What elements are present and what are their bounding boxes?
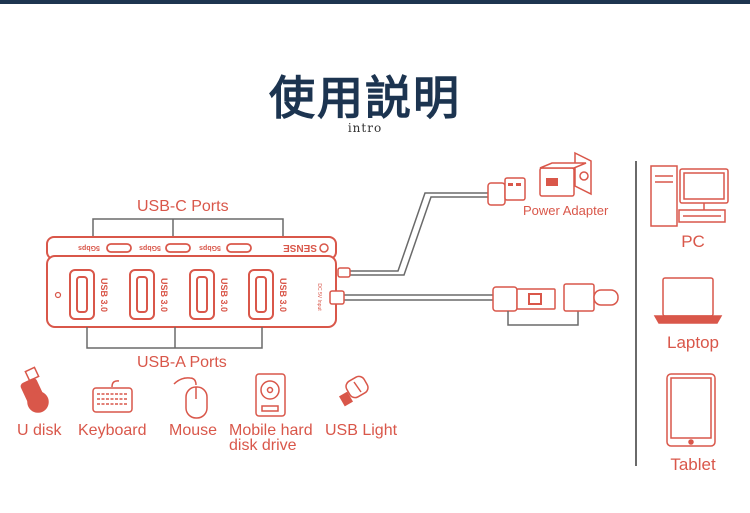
usbc-port-2 [165, 243, 191, 253]
tablet-icon [666, 373, 716, 447]
pc-icon [650, 165, 729, 227]
usb-light-icon [339, 375, 369, 407]
device-label-keyboard: Keyboard [78, 422, 147, 439]
host-label-tablet: Tablet [670, 455, 716, 474]
usbc-bracket [92, 218, 284, 237]
mouse-icon [173, 377, 208, 419]
usba-label-1: USB 3.0 [99, 278, 109, 312]
usb-hub: 5Gbps 5Gbps 5Gbps SENSE USB 3.0 USB 3.0 … [46, 236, 337, 328]
page-title: 使用説明 [269, 71, 461, 125]
usbc-speed-2: 5Gbps [139, 244, 161, 251]
usba-bracket [86, 327, 263, 349]
usba-label-2: USB 3.0 [159, 278, 169, 312]
brand-logo-text: SENSE [283, 242, 317, 253]
device-label-u-disk: U disk [17, 422, 62, 439]
power-adapter-label: Power Adapter [523, 203, 609, 218]
power-adapter-icon [539, 151, 592, 197]
host-label-laptop: Laptop [667, 333, 719, 352]
usbc-ports-title: USB-C Ports [137, 198, 229, 215]
hard-disk-icon [255, 373, 286, 417]
host-label-pc: PC [681, 232, 705, 251]
usba-ports [69, 269, 274, 320]
page-subtitle: intro [347, 121, 383, 135]
power-cable [337, 177, 526, 278]
usba-label-3: USB 3.0 [219, 278, 229, 312]
device-label-usb-light: USB Light [325, 422, 398, 439]
usba-ports-title: USB-A Ports [137, 354, 227, 371]
usbc-ports [106, 243, 252, 253]
usb-flash-drive-icon [20, 366, 49, 413]
status-led [54, 291, 62, 299]
dc-input-label: DC 5V Input [316, 283, 322, 311]
laptop-icon [653, 277, 723, 324]
usba-label-4: USB 3.0 [278, 278, 288, 312]
usbc-speed-3: 5Gbps [199, 244, 221, 251]
device-label-mouse: Mouse [169, 422, 218, 439]
device-label-hard-disk: Mobile hard disk drive [229, 422, 313, 454]
top-border [0, 0, 750, 4]
usbc-port-3 [226, 243, 252, 253]
keyboard-icon [92, 380, 133, 413]
usbc-speed-1: 5Gbps [78, 244, 100, 251]
usbc-port-1 [106, 243, 132, 253]
brand-logo-icon [319, 243, 329, 253]
host-cable [329, 283, 619, 326]
